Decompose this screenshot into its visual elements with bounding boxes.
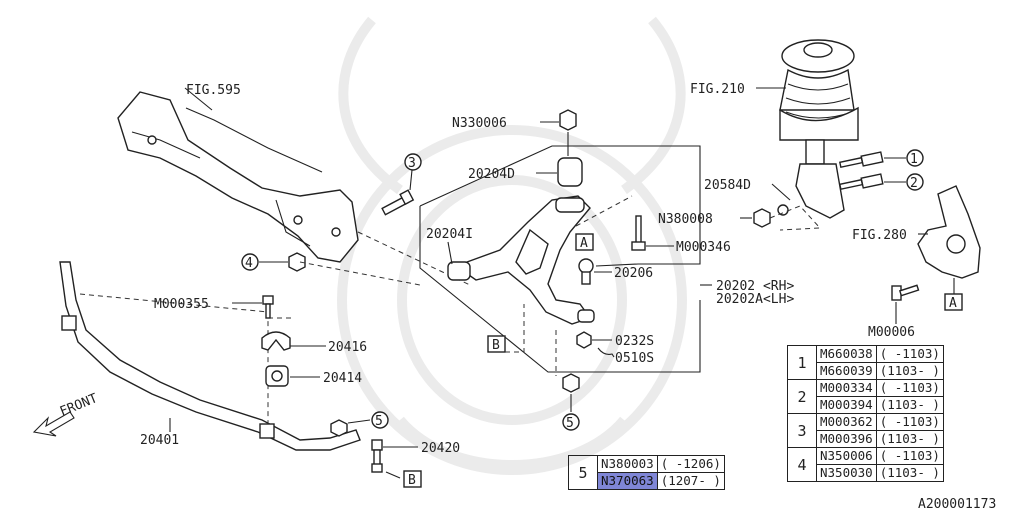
bolt-m000355[interactable] [262,295,274,319]
part-number[interactable]: N350006 [816,447,877,465]
table-number: 5 [568,455,598,490]
part-number[interactable]: M000362 [816,413,877,431]
clamp-20416[interactable] [261,331,291,351]
label-n380008[interactable]: N380008 [658,212,713,227]
bolt-m00006[interactable] [891,284,920,301]
label-n330006[interactable]: N330006 [452,116,507,131]
table-number: 1 [787,345,817,380]
watermark-emblem [337,16,687,475]
stabilizer-bar[interactable] [59,261,361,451]
nut-4[interactable] [288,252,306,272]
date-range: ( -1206) [656,455,725,473]
date-range: (1103- ) [875,464,944,482]
date-range: ( -1103) [875,413,944,431]
date-range: (1103- ) [875,430,944,448]
label-fig280[interactable]: FIG.280 [852,228,907,243]
part-number[interactable]: N350030 [816,464,877,482]
label-m00006[interactable]: M00006 [868,325,915,340]
marker-2: 2 [910,176,918,191]
marker-3: 3 [408,156,416,171]
nut-n330006[interactable] [559,109,577,131]
marker-a-arm: A [580,236,588,251]
diagram-id: A200001173 [918,497,996,512]
date-range: (1103- ) [875,396,944,414]
part-number[interactable]: M660038 [816,345,877,363]
marker-a-knuckle: A [949,296,957,311]
label-fig210[interactable]: FIG.210 [690,82,745,97]
label-front: FRONT [58,391,100,420]
lower-arm[interactable] [454,195,592,325]
marker-5b: 5 [566,416,574,431]
bolt-3[interactable] [381,189,415,216]
label-m000346[interactable]: M000346 [676,240,731,255]
label-20420[interactable]: 20420 [421,441,460,456]
label-0232s[interactable]: 0232S [615,334,654,349]
crossmember[interactable] [117,91,359,263]
knuckle[interactable] [917,185,981,279]
table-row[interactable]: 5 N380003 ( -1206) [568,455,725,490]
nut-n380008[interactable] [753,204,789,228]
part-number[interactable]: M000396 [816,430,877,448]
table-number: 2 [787,379,817,414]
date-range: ( -1103) [875,379,944,397]
bushing-20204i[interactable] [447,261,471,281]
ball-joint-20206[interactable] [577,258,595,323]
marker-1: 1 [910,152,918,167]
nut-0232s[interactable] [576,331,592,349]
nut-5-arm[interactable] [562,373,580,393]
label-0510s[interactable]: 0510S [615,351,654,366]
stabilizer-link-20420[interactable] [371,439,383,473]
part-number[interactable]: M660039 [816,362,877,380]
bolt-1[interactable] [838,151,884,169]
table-row[interactable]: N350030(1103- ) [788,464,944,482]
part-number-selected[interactable]: N370063 [597,472,658,490]
label-20416[interactable]: 20416 [328,340,367,355]
table-number: 4 [787,447,817,482]
label-20401[interactable]: 20401 [140,433,179,448]
strut-assembly[interactable] [779,39,859,219]
marker-4: 4 [245,256,253,271]
part-number[interactable]: N380003 [597,455,658,473]
part-number[interactable]: M000394 [816,396,877,414]
label-20204i[interactable]: 20204I [426,227,473,242]
label-fig595[interactable]: FIG.595 [186,83,241,98]
bolt-m000346[interactable] [631,215,646,251]
marker-5a: 5 [375,414,383,429]
table-number: 3 [787,413,817,448]
label-20202a[interactable]: 20202A<LH> [716,292,794,307]
label-20414[interactable]: 20414 [323,371,362,386]
bolt-2[interactable] [838,173,884,191]
part-number[interactable]: M000334 [816,379,877,397]
marker-b-arm: B [492,338,500,353]
marker-b-link: B [408,473,416,488]
date-range: (1207- ) [656,472,725,490]
front-arrow-icon [32,411,75,437]
date-range: ( -1103) [875,345,944,363]
label-20202[interactable]: 20202 <RH> [716,279,794,294]
label-20584d[interactable]: 20584D [704,178,751,193]
table-row[interactable]: N370063 (1207- ) [569,472,725,490]
label-m000355[interactable]: M000355 [154,297,209,312]
parts-table-left: 5 N380003 ( -1206) N370063 (1207- ) [568,455,725,490]
date-range: ( -1103) [875,447,944,465]
date-range: (1103- ) [875,362,944,380]
label-20206[interactable]: 20206 [614,266,653,281]
nut-5-link[interactable] [330,419,348,437]
label-20204d[interactable]: 20204D [468,167,515,182]
bushing-20204d[interactable] [555,157,585,213]
bushing-20414[interactable] [265,365,289,387]
